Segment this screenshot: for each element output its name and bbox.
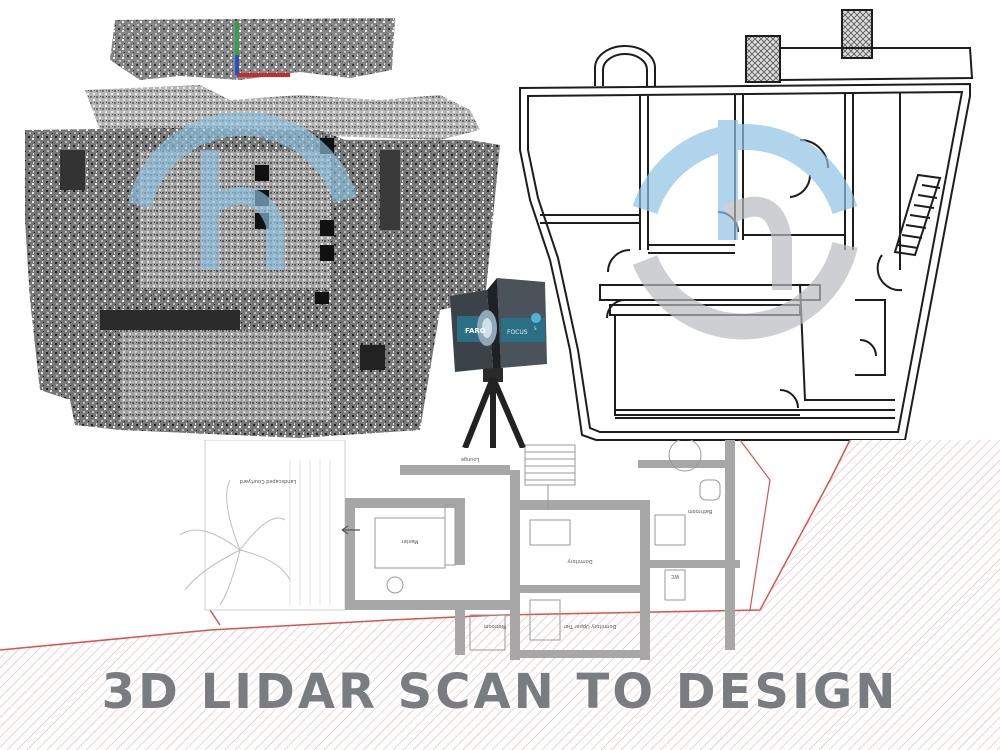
scanner-model-mark: S	[534, 326, 537, 331]
room-label-dormitory-upper: Dormitory Upper Tier	[563, 623, 617, 629]
scanner-model: FOCUS	[507, 329, 528, 336]
room-label-courtyard: Landscaped Courtyard	[240, 478, 297, 484]
h-logo-icon	[128, 112, 357, 270]
room-label-master: Master	[401, 538, 419, 544]
scanner-brand: FARO	[465, 327, 486, 335]
left-arrow-icon	[341, 525, 360, 535]
lidar-scanner: FARO FOCUS S	[450, 278, 547, 448]
point-cloud-scan	[25, 18, 500, 438]
cad-floor-plan	[519, 9, 974, 441]
power-button-icon	[531, 313, 541, 323]
room-label-wetroom: Wetroom	[484, 623, 507, 629]
headline: 3D LIDAR SCAN TO DESIGN	[101, 664, 899, 720]
room-label-wc: WC	[670, 573, 679, 579]
room-label-dormitory: Dormitory	[567, 558, 592, 564]
room-label-lounge: Lounge	[461, 456, 479, 462]
room-label-bathroom: Bathroom	[688, 508, 713, 514]
h-logo-icon	[632, 120, 858, 340]
architectural-design-plan: Lounge Landscaped Courtyard Bathroom Mas…	[0, 440, 1000, 750]
